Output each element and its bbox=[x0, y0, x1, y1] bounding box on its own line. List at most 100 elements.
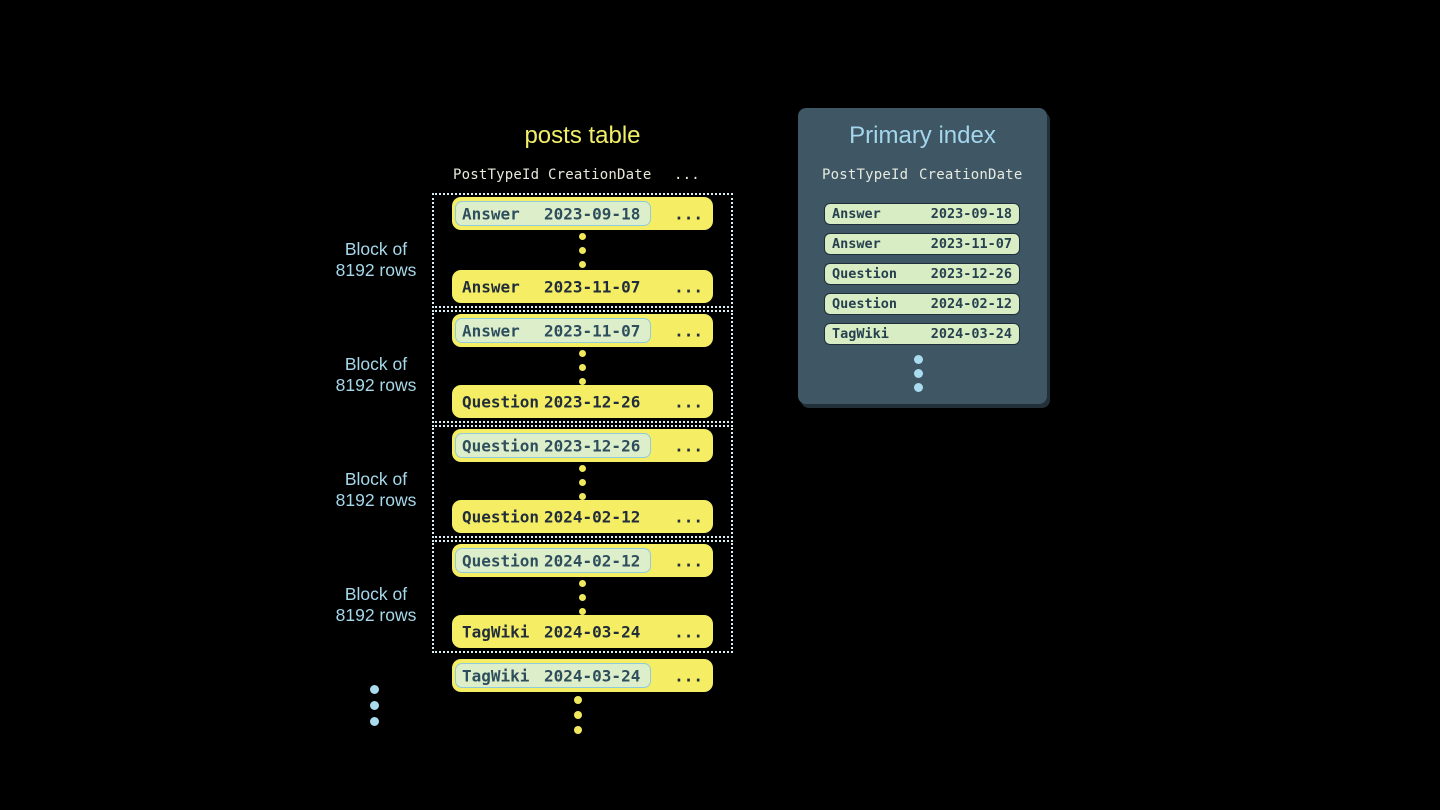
index-row-posttype: Question bbox=[832, 266, 898, 282]
ellipsis-dot bbox=[579, 594, 586, 601]
more-rows-ellipsis-dots bbox=[574, 696, 582, 734]
ellipsis-dot bbox=[579, 233, 586, 240]
ellipsis-dot bbox=[579, 247, 586, 254]
table-row: Answer 2023-11-07 ... bbox=[452, 270, 713, 303]
row-more-cells: ... bbox=[674, 321, 703, 340]
highlight-pill bbox=[455, 200, 651, 226]
row-creationdate: 2024-03-24 bbox=[544, 622, 641, 641]
table-row-highlighted: Answer 2023-09-18 ... bbox=[452, 197, 713, 230]
row-posttype: Answer bbox=[462, 277, 520, 296]
index-row-posttype: Answer bbox=[832, 206, 881, 222]
ellipsis-dot bbox=[914, 383, 923, 392]
row-more-cells: ... bbox=[674, 551, 703, 570]
ellipsis-dot bbox=[579, 608, 586, 615]
row-more-cells: ... bbox=[674, 277, 703, 296]
row-posttype: TagWiki bbox=[462, 666, 530, 685]
block-label-line1: Block of bbox=[344, 239, 408, 259]
block-label-line1: Block of bbox=[344, 584, 408, 604]
index-row: TagWiki 2024-03-24 bbox=[824, 323, 1020, 345]
ellipsis-dot bbox=[574, 711, 582, 719]
ellipsis-dot bbox=[574, 726, 582, 734]
row-posttype: Question bbox=[462, 392, 540, 411]
block-1: Answer 2023-09-18 ... Answer 2023-11-07 … bbox=[432, 193, 733, 308]
row-creationdate: 2024-02-12 bbox=[544, 551, 641, 570]
block-4-label: Block of 8192 rows bbox=[286, 584, 466, 626]
index-row-posttype: Question bbox=[832, 296, 898, 312]
ellipsis-dot bbox=[914, 355, 923, 364]
index-row: Answer 2023-09-18 bbox=[824, 203, 1020, 225]
row-creationdate: 2023-09-18 bbox=[544, 204, 641, 223]
ellipsis-dot bbox=[579, 493, 586, 500]
block-3: Question 2023-12-26 ... Question 2024-02… bbox=[432, 425, 733, 538]
index-row-creationdate: 2023-11-07 bbox=[930, 236, 1012, 252]
row-more-cells: ... bbox=[674, 204, 703, 223]
row-posttype: Question bbox=[462, 507, 540, 526]
ellipsis-dot bbox=[914, 369, 923, 378]
block-label-line1: Block of bbox=[344, 354, 408, 374]
ellipsis-dot bbox=[574, 696, 582, 704]
rows-ellipsis-dots bbox=[434, 580, 731, 615]
row-posttype: Question bbox=[462, 436, 540, 455]
row-creationdate: 2024-03-24 bbox=[544, 666, 641, 685]
block-label-line2: 8192 rows bbox=[335, 375, 417, 395]
posts-table-title: posts table bbox=[524, 122, 641, 149]
index-row: Question 2023-12-26 bbox=[824, 263, 1020, 285]
highlight-pill bbox=[455, 662, 651, 688]
row-posttype: Answer bbox=[462, 321, 520, 340]
block-label-line1: Block of bbox=[344, 469, 408, 489]
index-row-creationdate: 2024-03-24 bbox=[930, 326, 1012, 342]
block-3-label: Block of 8192 rows bbox=[286, 469, 466, 511]
ellipsis-dot bbox=[579, 350, 586, 357]
block-1-label: Block of 8192 rows bbox=[286, 239, 466, 281]
ellipsis-dot bbox=[579, 364, 586, 371]
table-row: Question 2023-12-26 ... bbox=[452, 385, 713, 418]
ellipsis-dot bbox=[579, 580, 586, 587]
table-row-highlighted: Question 2023-12-26 ... bbox=[452, 429, 713, 462]
ellipsis-dot bbox=[370, 717, 379, 726]
row-more-cells: ... bbox=[674, 666, 703, 685]
row-posttype: TagWiki bbox=[462, 622, 530, 641]
primary-index-panel: Primary index PostTypeId CreationDate An… bbox=[798, 108, 1047, 404]
rows-ellipsis-dots bbox=[434, 465, 731, 500]
row-creationdate: 2023-11-07 bbox=[544, 321, 641, 340]
ellipsis-dot bbox=[579, 465, 586, 472]
rows-ellipsis-dots bbox=[434, 350, 731, 385]
row-creationdate: 2024-02-12 bbox=[544, 507, 641, 526]
table-row-highlighted: TagWiki 2024-03-24 ... bbox=[452, 659, 713, 692]
posts-header-posttypeid: PostTypeId bbox=[453, 167, 540, 183]
highlight-pill bbox=[455, 432, 651, 458]
ellipsis-dot bbox=[579, 261, 586, 268]
index-row-creationdate: 2023-09-18 bbox=[930, 206, 1012, 222]
index-row-creationdate: 2024-02-12 bbox=[930, 296, 1012, 312]
index-row: Answer 2023-11-07 bbox=[824, 233, 1020, 255]
row-posttype: Answer bbox=[462, 204, 520, 223]
table-row: Question 2024-02-12 ... bbox=[452, 500, 713, 533]
index-row-posttype: TagWiki bbox=[832, 326, 889, 342]
index-row-posttype: Answer bbox=[832, 236, 881, 252]
row-posttype: Question bbox=[462, 551, 540, 570]
block-2-label: Block of 8192 rows bbox=[286, 354, 466, 396]
block-2: Answer 2023-11-07 ... Question 2023-12-2… bbox=[432, 310, 733, 423]
table-row-highlighted: Question 2024-02-12 ... bbox=[452, 544, 713, 577]
table-row-highlighted: Answer 2023-11-07 ... bbox=[452, 314, 713, 347]
index-row-creationdate: 2023-12-26 bbox=[930, 266, 1012, 282]
posts-header-creationdate: CreationDate bbox=[548, 167, 652, 183]
block-label-line2: 8192 rows bbox=[335, 605, 417, 625]
ellipsis-dot bbox=[370, 685, 379, 694]
row-more-cells: ... bbox=[674, 507, 703, 526]
highlight-pill bbox=[455, 547, 651, 573]
row-more-cells: ... bbox=[674, 392, 703, 411]
primary-index-title: Primary index bbox=[849, 122, 996, 149]
table-row: TagWiki 2024-03-24 ... bbox=[452, 615, 713, 648]
row-creationdate: 2023-12-26 bbox=[544, 436, 641, 455]
ellipsis-dot bbox=[579, 378, 586, 385]
row-more-cells: ... bbox=[674, 622, 703, 641]
row-creationdate: 2023-11-07 bbox=[544, 277, 641, 296]
ellipsis-dot bbox=[370, 701, 379, 710]
block-label-line2: 8192 rows bbox=[335, 490, 417, 510]
index-header-creationdate: CreationDate bbox=[919, 167, 1023, 183]
highlight-pill bbox=[455, 317, 651, 343]
more-blocks-ellipsis-dots bbox=[370, 685, 379, 726]
index-row: Question 2024-02-12 bbox=[824, 293, 1020, 315]
index-header-posttypeid: PostTypeId bbox=[822, 167, 909, 183]
